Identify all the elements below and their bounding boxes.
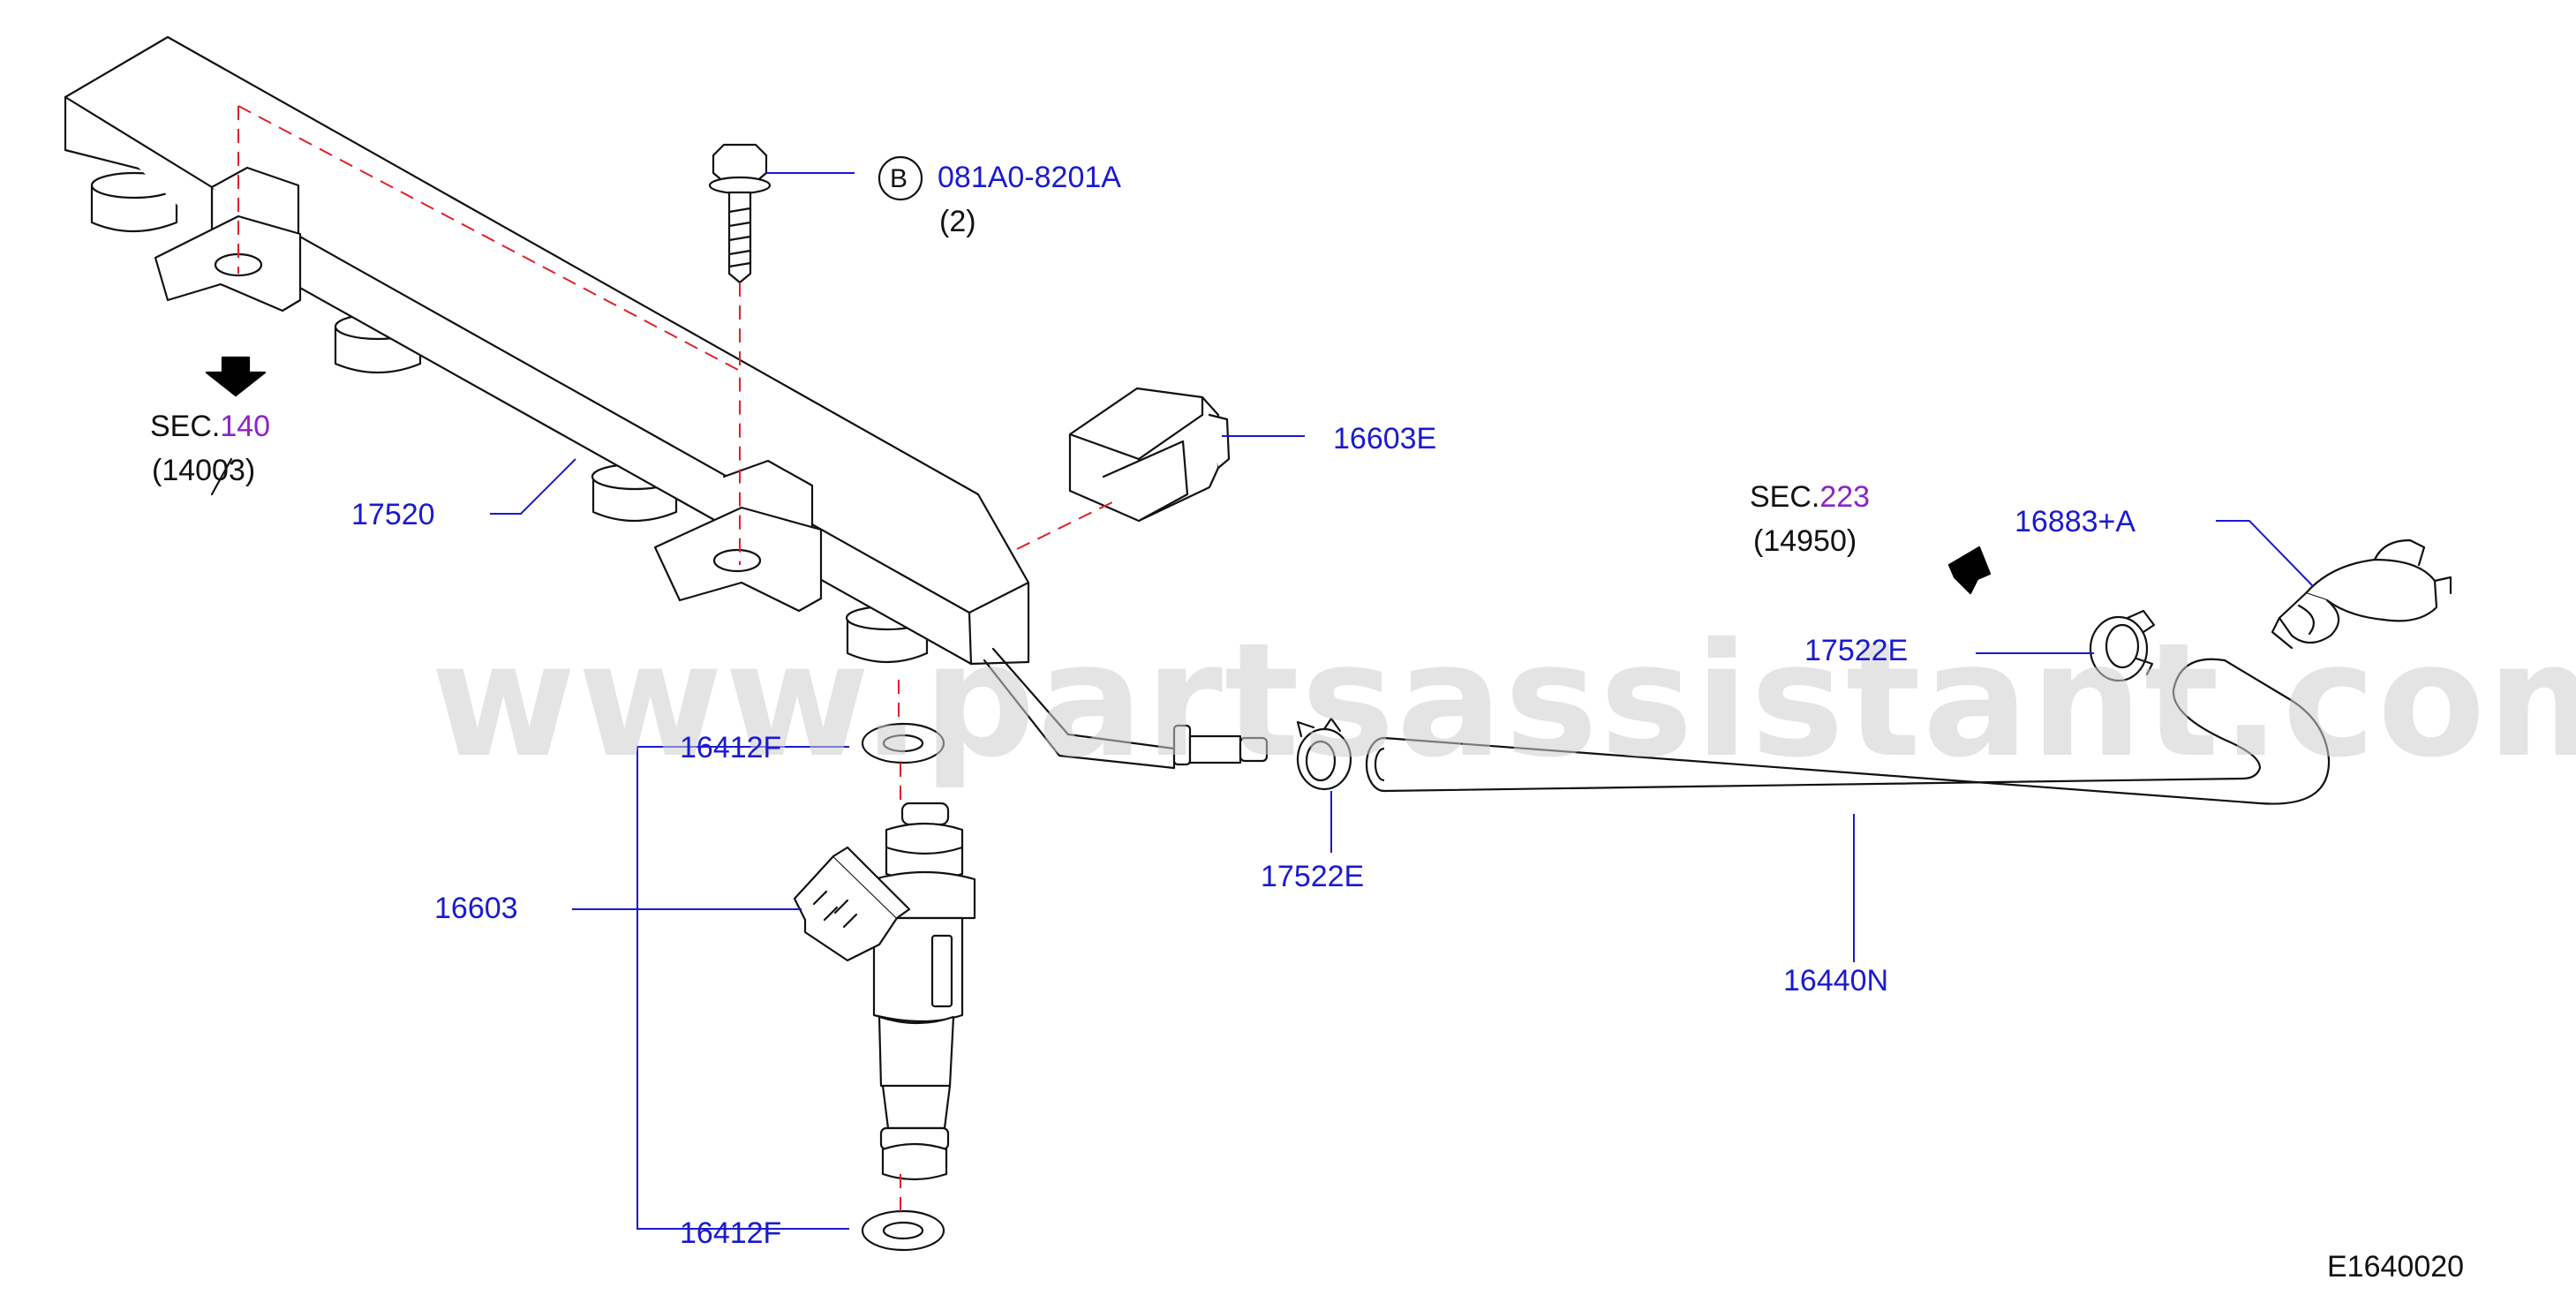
label-injector[interactable]: 16603 [434, 892, 518, 925]
label-clamp-upper[interactable]: 17522E [1804, 634, 1909, 667]
hose-clamp-upper[interactable] [2089, 609, 2156, 682]
label-sec-140-sub: (14003) [152, 454, 256, 487]
fuel-hose[interactable] [1365, 658, 2331, 805]
label-sec-223[interactable]: SEC.223 [1750, 482, 1870, 512]
o-ring-top[interactable] [861, 722, 945, 764]
leader-lines [490, 172, 2314, 1230]
bolt-marker-letter: B [890, 164, 908, 193]
alignment-dashes [237, 105, 1115, 1211]
label-o-ring-top[interactable]: 16412F [680, 731, 782, 764]
sec-223-prefix: SEC. [1750, 480, 1820, 514]
o-ring-bottom[interactable] [861, 1209, 945, 1252]
label-fuel-rail[interactable]: 17520 [351, 498, 435, 531]
sec-140-prefix: SEC. [150, 410, 221, 443]
label-bolt-qty: (2) [939, 205, 976, 238]
label-sec-140[interactable]: SEC.140 [150, 411, 270, 441]
watermark: www.partsassistant.com [431, 609, 2576, 792]
label-hose[interactable]: 16440N [1783, 964, 1889, 998]
sec-140-number[interactable]: 140 [220, 410, 271, 443]
label-o-ring-bottom[interactable]: 16412F [680, 1216, 782, 1250]
label-clamp-lower[interactable]: 17522E [1261, 860, 1365, 893]
label-clip[interactable]: 16883+A [2015, 505, 2136, 538]
arrow-down-sec140 [205, 356, 267, 397]
label-bracket[interactable]: 16603E [1333, 422, 1437, 455]
fuel-injector[interactable] [793, 802, 976, 1181]
label-sec-223-sub: (14950) [1753, 524, 1857, 558]
hose-clip[interactable] [2271, 538, 2452, 650]
bolt[interactable] [708, 143, 772, 284]
arrow-sec223 [1947, 546, 1992, 595]
hose-clamp-lower[interactable] [1296, 717, 1352, 791]
diagram-code: E1640020 [2327, 1250, 2465, 1284]
injector-bracket[interactable] [1068, 387, 1231, 523]
bolt-marker-circle [877, 155, 923, 201]
label-bolt-part[interactable]: 081A0-8201A [938, 161, 1121, 194]
sec-223-number[interactable]: 223 [1819, 480, 1871, 514]
fuel-rail[interactable] [64, 35, 1269, 770]
